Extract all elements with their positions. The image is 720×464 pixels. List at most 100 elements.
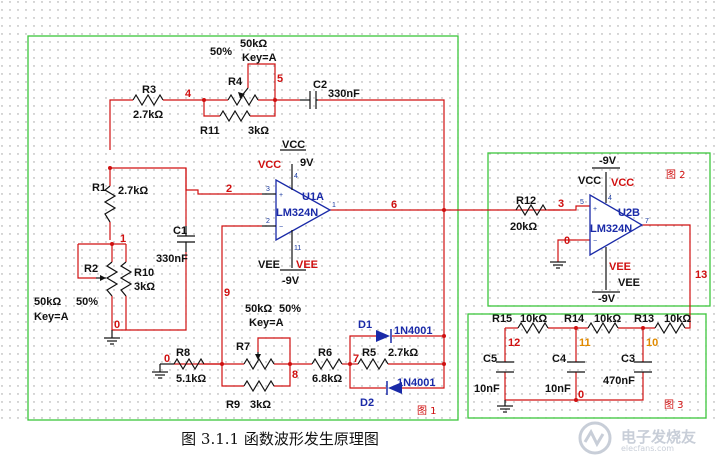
- label-R10-val: 3kΩ: [134, 281, 155, 293]
- label-R4-key: Key=A: [242, 52, 277, 64]
- ground-symbol: [550, 261, 566, 269]
- resistor-R6: [311, 357, 343, 371]
- label-C4-val: 10nF: [545, 383, 571, 395]
- label-R14: R14: [564, 313, 585, 325]
- label-vcc-u1-volt: 9V: [300, 157, 314, 169]
- watermark-subtext: elecfans.com: [621, 444, 675, 453]
- label-R12: R12: [516, 195, 536, 207]
- label-D2-part: 1N4001: [397, 377, 436, 389]
- label-R4-pct: 50%: [210, 46, 232, 58]
- label-R11-val: 3kΩ: [248, 125, 269, 137]
- section-box-2: [487, 152, 711, 307]
- pin-5-u2: 5: [580, 199, 584, 206]
- net-1: 1: [120, 233, 126, 245]
- net-0-s1: 0: [114, 319, 120, 331]
- opamp-U1A: + −: [262, 149, 332, 271]
- capacitor-C4: [567, 361, 585, 373]
- net-4: 4: [185, 88, 192, 100]
- label-R5: R5: [362, 347, 376, 359]
- label-R7: R7: [236, 341, 250, 353]
- pin-1-u1: 1: [332, 202, 336, 209]
- section-1-components: + −: [96, 87, 402, 395]
- label-C2: C2: [313, 79, 327, 91]
- label-R10: R10: [134, 267, 154, 279]
- net-9: 9: [224, 287, 230, 299]
- label-R4-val: 50kΩ: [240, 38, 267, 50]
- section-box-1: [27, 35, 459, 421]
- section-label-2: 图 2: [666, 169, 686, 181]
- label-vcc-u2: VCC: [578, 175, 601, 187]
- section-3: [496, 321, 691, 413]
- net-13: 13: [695, 269, 707, 281]
- label-U1A: U1A: [302, 191, 324, 203]
- label-R7-val: 50kΩ: [245, 303, 272, 315]
- net-5: 5: [277, 73, 283, 85]
- net-11: 11: [579, 337, 591, 349]
- label-C5-val: 10nF: [474, 383, 500, 395]
- label-C4: C4: [552, 353, 567, 365]
- label-U2B-part: LM324N: [590, 223, 632, 235]
- net-6: 6: [391, 199, 397, 211]
- pin-4-u2: 4: [608, 195, 612, 202]
- label-D1: D1: [358, 319, 372, 331]
- label-R13-val: 10kΩ: [664, 313, 691, 325]
- pin-11-u1: 11: [294, 245, 301, 252]
- pin-7-u2: 7: [645, 218, 649, 225]
- label-vee-u2-red: VEE: [609, 261, 631, 273]
- resistor-R3: [132, 93, 164, 107]
- label-R2: R2: [84, 263, 98, 275]
- label-R3: R3: [142, 84, 156, 96]
- label-C3: C3: [621, 353, 635, 365]
- label-C1: C1: [173, 225, 187, 237]
- label-U1A-part: LM324N: [276, 207, 318, 219]
- label-R5-val: 2.7kΩ: [388, 347, 418, 359]
- resistor-R7: [243, 357, 275, 371]
- resistor-R14: [587, 321, 619, 335]
- junction-dots: [108, 98, 645, 402]
- label-R8-val: 5.1kΩ: [176, 373, 206, 385]
- label-R15-val: 10kΩ: [520, 313, 547, 325]
- section-box-3: [467, 313, 707, 419]
- label-C1-val: 330nF: [156, 253, 188, 265]
- watermark: 电子发烧友 elecfans.com: [575, 420, 715, 456]
- label-R7-key: Key=A: [249, 317, 284, 329]
- svg-text:+: +: [593, 206, 597, 213]
- svg-text:−: −: [279, 224, 283, 231]
- net-7: 7: [353, 353, 359, 365]
- resistor-R15: [517, 321, 549, 335]
- label-R14-val: 10kΩ: [594, 313, 621, 325]
- section-2: + −: [515, 167, 691, 325]
- label-R8: R8: [176, 347, 190, 359]
- label-D1-part: 1N4001: [394, 325, 433, 337]
- ground-symbol: [152, 363, 174, 379]
- label-R9-val: 3kΩ: [250, 399, 271, 411]
- svg-text:−: −: [593, 238, 597, 245]
- capacitor-C5: [496, 361, 514, 373]
- label-C2-val: 330nF: [328, 88, 360, 100]
- label-R15: R15: [492, 313, 512, 325]
- label-vee-u1: VEE: [258, 259, 280, 271]
- label-D2: D2: [360, 397, 374, 409]
- ground-symbol: [104, 330, 120, 345]
- label-R2-val: 50kΩ: [34, 296, 61, 308]
- label-R1-val: 2.7kΩ: [118, 185, 148, 197]
- resistor-R5: [357, 357, 389, 371]
- label-vee-u1-red: VEE: [296, 259, 318, 271]
- label-C3-val: 470nF: [603, 375, 635, 387]
- label-R12-val: 20kΩ: [510, 221, 537, 233]
- net-12: 12: [508, 337, 520, 349]
- diode-D1: [376, 329, 392, 343]
- label-R1: R1: [92, 182, 106, 194]
- label-R3-val: 2.7kΩ: [133, 109, 163, 121]
- net-3: 3: [558, 198, 564, 210]
- label-vee-u2-top: -9V: [599, 155, 617, 167]
- label-vee-u2-volt: -9V: [598, 293, 616, 305]
- label-R2-pct: 50%: [76, 296, 98, 308]
- net-0-s3: 0: [578, 389, 584, 401]
- svg-text:+: +: [279, 192, 283, 199]
- watermark-text: 电子发烧友: [621, 428, 697, 446]
- label-R11: R11: [200, 125, 220, 137]
- resistor-R2: [105, 261, 119, 297]
- net-10: 10: [646, 337, 658, 349]
